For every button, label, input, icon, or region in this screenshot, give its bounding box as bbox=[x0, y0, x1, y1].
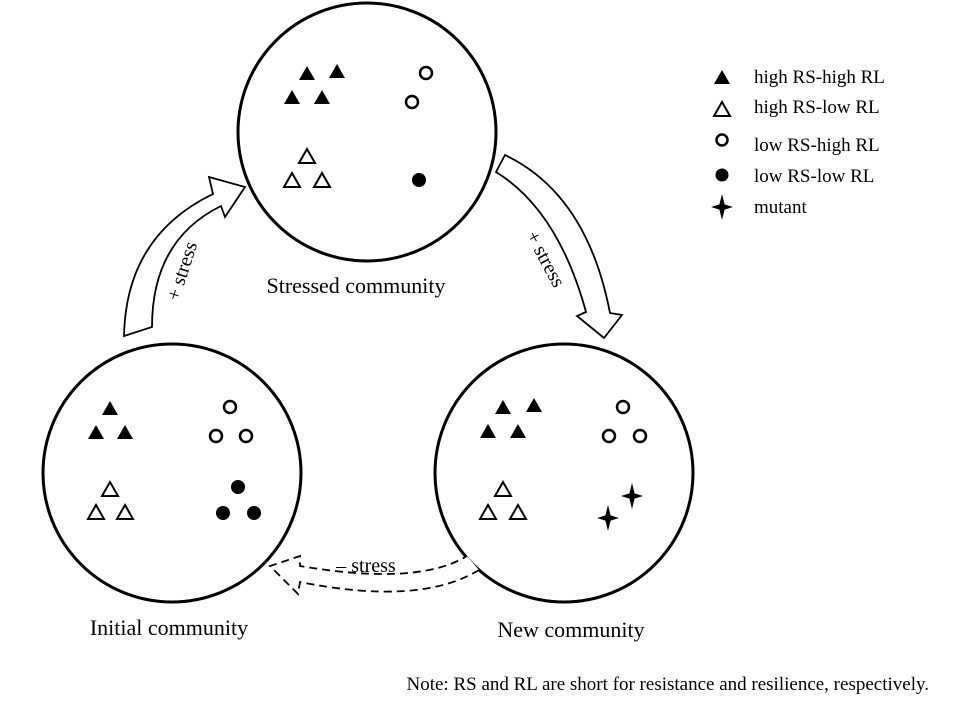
stressed-community-label: Stressed community bbox=[266, 273, 445, 298]
open-circle-icon bbox=[208, 428, 224, 444]
open-circle-icon bbox=[418, 65, 434, 81]
footnote: Note: RS and RL are short for resistance… bbox=[407, 674, 930, 695]
legend-label: low RS-high RL bbox=[754, 135, 880, 156]
filled-triangle-icon bbox=[714, 70, 730, 84]
initial-to-stressed-arrow bbox=[123, 175, 247, 338]
initial-community-members bbox=[87, 399, 261, 520]
legend-item: mutant bbox=[711, 194, 807, 220]
filled-circle-icon bbox=[715, 168, 729, 182]
stressed-community-members bbox=[283, 64, 434, 188]
stressed-to-new-arrow bbox=[494, 153, 624, 340]
legend-item: high RS-high RL bbox=[714, 67, 885, 88]
new-community-circle bbox=[433, 342, 695, 604]
open-circle-icon bbox=[238, 428, 254, 444]
open-circle-icon bbox=[632, 428, 648, 444]
open-circle-icon bbox=[222, 399, 238, 415]
legend-item: high RS-low RL bbox=[713, 97, 880, 118]
filled-circle-icon bbox=[247, 506, 261, 520]
initial-community-circle bbox=[41, 342, 303, 604]
legend-label: low RS-low RL bbox=[754, 166, 874, 187]
new-to-initial-stress-label: – stress bbox=[335, 555, 396, 577]
filled-circle-icon bbox=[216, 506, 230, 520]
four-point-star-icon bbox=[711, 194, 733, 220]
initial-community-label: Initial community bbox=[90, 615, 248, 640]
filled-circle-icon bbox=[231, 480, 245, 494]
legend-label: high RS-low RL bbox=[754, 97, 880, 118]
open-circle-icon bbox=[404, 94, 420, 110]
legend: high RS-high RL high RS-low RL low RS-hi… bbox=[711, 67, 885, 220]
open-triangle-icon bbox=[713, 101, 731, 117]
legend-item: low RS-high RL bbox=[715, 133, 880, 156]
legend-label: mutant bbox=[754, 197, 807, 218]
filled-circle-icon bbox=[412, 173, 426, 187]
legend-label: high RS-high RL bbox=[754, 67, 885, 88]
open-circle-icon bbox=[601, 428, 617, 444]
new-community-members bbox=[479, 398, 648, 531]
open-circle-icon bbox=[715, 133, 729, 147]
legend-item: low RS-low RL bbox=[715, 166, 874, 187]
open-circle-icon bbox=[615, 399, 631, 415]
new-to-initial-arrow bbox=[268, 554, 480, 596]
new-community-label: New community bbox=[497, 617, 644, 642]
stressed-community-circle bbox=[236, 1, 498, 263]
